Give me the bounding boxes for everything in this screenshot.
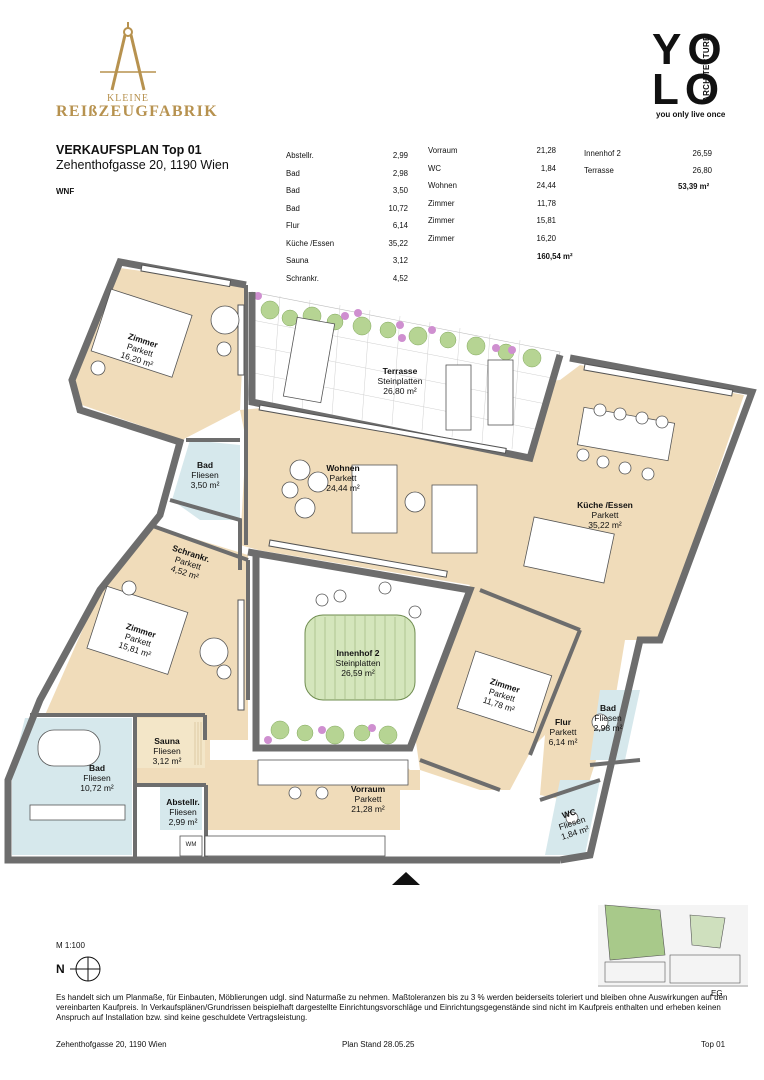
entry-arrow-icon bbox=[392, 872, 420, 885]
area-room-name: Schrankr. bbox=[286, 273, 319, 283]
scale-label: M 1:100 bbox=[56, 941, 85, 950]
disclaimer: Es handelt sich um Planmaße, für Einbaut… bbox=[56, 993, 728, 1023]
yolo-line2: LO bbox=[652, 65, 726, 114]
area-room-name: Zimmer bbox=[428, 198, 455, 208]
sauna-area bbox=[135, 718, 205, 768]
north-label: N bbox=[56, 962, 65, 976]
area-room-name: Innenhof 2 bbox=[584, 149, 621, 158]
area-room-name: Flur bbox=[286, 221, 300, 230]
room-abstellraum: Abstellr. Fliesen 2,99 m² bbox=[166, 797, 200, 827]
yolo-logo: YO LO bbox=[652, 25, 728, 114]
room-bad-3: Bad Fliesen 10,72 m² bbox=[80, 763, 114, 793]
room-bad-2: Bad Fliesen 2,98 m² bbox=[593, 703, 623, 733]
floor-label: EG bbox=[711, 989, 723, 998]
area-room-value: 6,14 bbox=[392, 221, 408, 230]
area-room-value: 26,80 bbox=[692, 166, 712, 175]
footer-plan-date: Plan Stand 28.05.25 bbox=[342, 1040, 415, 1049]
footer-top: Top 01 bbox=[701, 1040, 726, 1049]
windows bbox=[140, 264, 734, 711]
wnf-label: WNF bbox=[56, 187, 75, 196]
area-room-name: Abstellr. bbox=[286, 151, 314, 160]
area-room-value: 4,52 bbox=[392, 273, 408, 283]
sauna-slats bbox=[194, 722, 202, 765]
area-total-2: 53,39 m² bbox=[678, 182, 710, 191]
courtyard bbox=[255, 551, 469, 746]
area-room-name: Bad bbox=[286, 168, 300, 178]
area-room-name: Bad bbox=[286, 186, 300, 195]
key-plan bbox=[598, 904, 748, 987]
area-room-name: Küche /Essen bbox=[286, 238, 335, 248]
brand-logo bbox=[96, 20, 160, 92]
area-room-value: 2,99 bbox=[392, 151, 408, 160]
plan-address: Zehenthofgasse 20, 1190 Wien bbox=[56, 158, 229, 172]
area-room-value: 35,22 bbox=[388, 238, 408, 248]
area-room-name: Sauna bbox=[286, 256, 309, 265]
area-room-value: 15,81 bbox=[536, 216, 556, 225]
area-room-value: 21,28 bbox=[536, 146, 556, 155]
area-room-name: Zimmer bbox=[428, 233, 455, 243]
footer-address: Zehenthofgasse 20, 1190 Wien bbox=[56, 1040, 167, 1049]
room-kueche-essen: Küche /Essen Parkett 35,22 m² bbox=[577, 500, 633, 530]
brand-name-small: KLEINE bbox=[106, 93, 150, 104]
area-room-value: 1,84 bbox=[540, 163, 556, 173]
area-total-1: 160,54 m² bbox=[537, 252, 573, 261]
inner-walls bbox=[30, 285, 641, 860]
area-room-name: Terrasse bbox=[584, 166, 614, 175]
area-room-value: 10,72 bbox=[388, 203, 408, 213]
washing-machine-label: WM bbox=[185, 842, 197, 848]
brand-name: REIßZEUGFABRIK bbox=[56, 103, 218, 120]
area-room-value: 24,44 bbox=[536, 181, 556, 190]
room-sauna: Sauna Fliesen 3,12 m² bbox=[152, 736, 182, 766]
furniture bbox=[29, 288, 676, 857]
north-arrow-icon bbox=[70, 956, 101, 982]
yolo-tagline: you only live once bbox=[656, 110, 726, 119]
area-room-value: 3,50 bbox=[392, 186, 408, 195]
area-room-value: 2,98 bbox=[392, 168, 408, 178]
area-room-name: Bad bbox=[286, 203, 300, 213]
area-room-value: 16,20 bbox=[536, 233, 556, 243]
compass-icon bbox=[100, 22, 156, 91]
area-room-value: 3,12 bbox=[392, 256, 408, 265]
room-innenhof: Innenhof 2 Steinplatten 26,59 m² bbox=[335, 648, 381, 678]
room-bad-1: Bad Fliesen 3,50 m² bbox=[190, 460, 220, 490]
yolo-line1: YO bbox=[652, 25, 728, 74]
room-wohnen: Wohnen Parkett 24,44 m² bbox=[326, 463, 360, 493]
plan-title: VERKAUFSPLAN Top 01 bbox=[56, 143, 202, 157]
area-room-name: Zimmer bbox=[428, 216, 455, 225]
area-room-value: 26,59 bbox=[692, 149, 712, 158]
room-vorraum: Vorraum Parkett 21,28 m² bbox=[350, 784, 386, 814]
area-room-name: Vorraum bbox=[428, 146, 458, 155]
area-room-name: Wohnen bbox=[428, 181, 457, 190]
area-room-name: WC bbox=[428, 163, 441, 173]
area-room-value: 11,78 bbox=[537, 198, 556, 208]
room-flur: Flur Parkett 6,14 m² bbox=[548, 717, 578, 747]
room-terrasse: Terrasse Steinplatten 26,80 m² bbox=[377, 366, 423, 396]
